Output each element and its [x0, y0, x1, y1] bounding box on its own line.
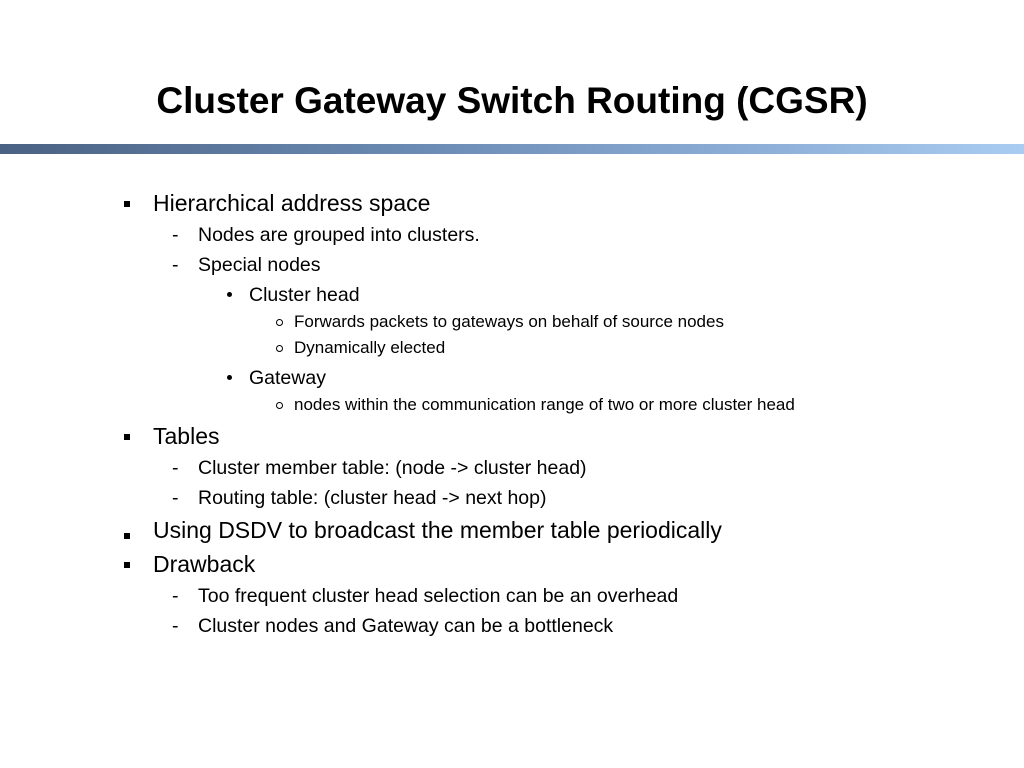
round-bullet-icon — [227, 375, 232, 380]
dash-bullet-icon: - — [172, 224, 179, 246]
bullet-special: Special nodes — [198, 254, 321, 276]
square-bullet-icon — [124, 434, 130, 440]
bullet-tables: Tables — [153, 423, 220, 449]
bullet-dsdv: Using DSDV to broadcast the member table… — [153, 517, 722, 543]
bullet-gateway: Gateway — [249, 367, 326, 389]
dash-bullet-icon: - — [172, 615, 179, 637]
square-bullet-icon — [124, 562, 130, 568]
ring-bullet-icon — [276, 345, 283, 352]
bullet-cluster-head: Cluster head — [249, 284, 360, 306]
bullet-drawback: Drawback — [153, 551, 256, 577]
dash-bullet-icon: - — [172, 254, 179, 276]
bullet-frequent: Too frequent cluster head selection can … — [198, 585, 679, 607]
slide-title: Cluster Gateway Switch Routing (CGSR) — [156, 80, 868, 121]
dash-bullet-icon: - — [172, 585, 179, 607]
title-divider — [0, 144, 1024, 154]
dash-bullet-icon: - — [172, 457, 179, 479]
bullet-forwards: Forwards packets to gateways on behalf o… — [294, 312, 724, 331]
bullet-routing-table: Routing table: (cluster head -> next hop… — [198, 487, 547, 509]
square-bullet-icon — [124, 533, 130, 539]
ring-bullet-icon — [276, 402, 283, 409]
bullet-gateway-nodes: nodes within the communication range of … — [294, 395, 795, 414]
bullet-bottleneck: Cluster nodes and Gateway can be a bottl… — [198, 615, 614, 637]
bullet-member-table: Cluster member table: (node -> cluster h… — [198, 457, 587, 479]
bullet-elected: Dynamically elected — [294, 338, 446, 357]
bullet-grouped: Nodes are grouped into clusters. — [198, 224, 480, 246]
square-bullet-icon — [124, 201, 130, 207]
ring-bullet-icon — [276, 319, 283, 326]
round-bullet-icon — [227, 292, 232, 297]
bullet-hierarchical: Hierarchical address space — [153, 190, 431, 216]
dash-bullet-icon: - — [172, 487, 179, 509]
